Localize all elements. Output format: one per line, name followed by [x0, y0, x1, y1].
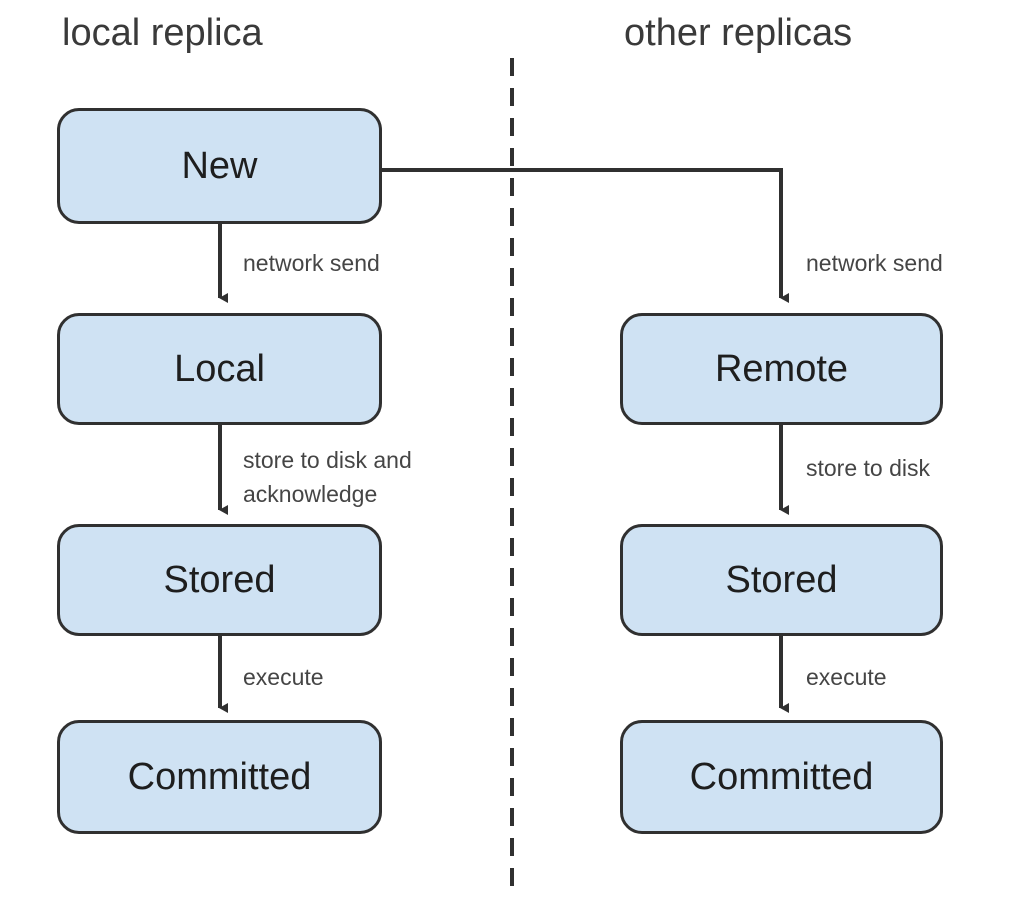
label-store-to-disk: store to disk [806, 455, 930, 481]
state-committed-local: Committed [57, 720, 382, 834]
state-stored-local: Stored [57, 524, 382, 636]
state-stored-remote: Stored [620, 524, 943, 636]
arrow-new-to-remote [380, 168, 789, 303]
state-local: Local [57, 313, 382, 425]
heading-other-replicas: other replicas [624, 12, 853, 54]
label-execute-local: execute [243, 664, 324, 690]
state-committed-remote: Committed [620, 720, 943, 834]
label-network-send-remote: network send [806, 250, 943, 276]
label-store-and-acknowledge: store to disk and acknowledge [243, 443, 412, 511]
label-execute-remote: execute [806, 664, 887, 690]
heading-local-replica: local replica [62, 12, 263, 54]
state-new: New [57, 108, 382, 224]
label-network-send-local: network send [243, 250, 380, 276]
label-store-and-acknowledge-line1: store to disk and [243, 447, 412, 473]
state-remote: Remote [620, 313, 943, 425]
label-store-and-acknowledge-line2: acknowledge [243, 481, 378, 507]
